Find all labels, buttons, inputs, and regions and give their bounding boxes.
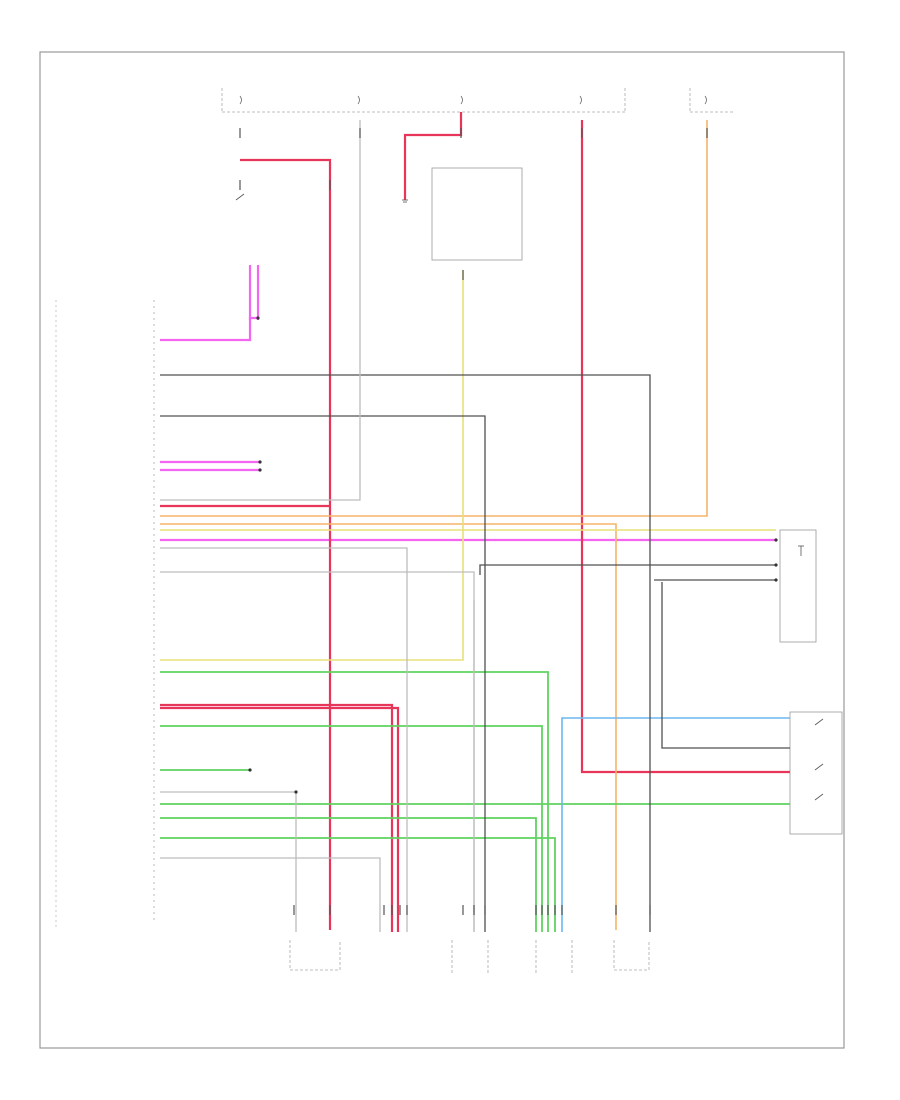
bottom-connector-brackets	[289, 940, 650, 975]
ground-symbols	[402, 199, 804, 556]
orange-wires	[160, 120, 708, 930]
blue-wires	[561, 717, 790, 932]
red-wires	[160, 112, 790, 932]
pink-wires	[160, 265, 776, 542]
fuel-relay-box	[431, 167, 523, 261]
switch-symbols	[235, 193, 824, 801]
diagram-border	[39, 51, 845, 1049]
top-pin-ticks	[239, 128, 708, 280]
fuel-pump-module-box	[779, 529, 817, 643]
black-wires	[160, 374, 790, 932]
gray-wires	[160, 120, 475, 932]
bottom-pin-ticks	[293, 905, 651, 915]
splice-points	[248, 316, 778, 794]
green-wires	[160, 671, 790, 932]
yellow-wires	[160, 270, 776, 661]
fuel-door-switch-box	[789, 711, 843, 835]
fuse-symbols	[239, 95, 707, 105]
